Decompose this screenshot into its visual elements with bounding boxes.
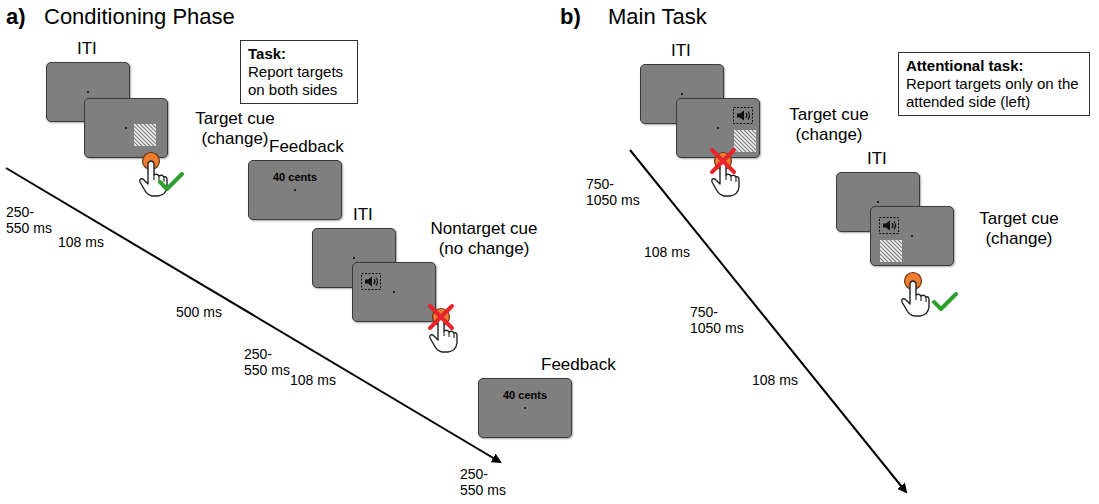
duration-label: 250- 550 ms xyxy=(244,346,294,378)
screen-label: Nontarget cue (no change) xyxy=(425,219,543,260)
fixation-dot xyxy=(393,291,395,293)
screen-label: ITI xyxy=(353,205,373,225)
incorrect-cross xyxy=(709,147,737,175)
duration-label: 108 ms xyxy=(752,372,798,388)
screen-label: Feedback xyxy=(541,355,616,375)
screen-label: ITI xyxy=(867,149,887,169)
screen-label: Target cue (change) xyxy=(781,105,877,146)
speaker-icon xyxy=(733,107,753,124)
duration-label: 750- 1050 ms xyxy=(690,304,746,336)
screen-label: Target cue (change) xyxy=(187,109,283,150)
display-screen: Target cue (change) xyxy=(84,98,168,158)
feedback-text: 40 cents xyxy=(479,389,571,401)
fixation-dot xyxy=(524,407,526,409)
grating-stimulus xyxy=(733,129,757,153)
duration-label: 108 ms xyxy=(58,234,104,250)
feedback-text: 40 cents xyxy=(249,171,341,183)
display-screen: Feedback40 cents xyxy=(248,160,342,220)
screen-label: ITI xyxy=(671,41,691,61)
display-screen: Feedback40 cents xyxy=(478,378,572,438)
fixation-dot xyxy=(125,127,127,129)
speaker-icon xyxy=(361,273,381,290)
display-screen: Target cue (change) xyxy=(870,206,954,266)
panel-letter: b) xyxy=(560,4,581,29)
fixation-dot xyxy=(294,189,296,191)
screen-label: ITI xyxy=(77,39,97,59)
panel-letter: a) xyxy=(6,4,26,29)
fixation-dot xyxy=(877,201,879,203)
duration-label: 108 ms xyxy=(290,372,336,388)
screen-label: Target cue (change) xyxy=(971,209,1067,250)
task-instruction-box: Attentional task:Report targets only on … xyxy=(898,52,1090,116)
box-text: Report targets on both sides xyxy=(248,63,350,99)
box-heading: Task: xyxy=(248,45,350,63)
pointing-hand xyxy=(900,279,931,318)
task-instruction-box: Task:Report targets on both sides xyxy=(240,40,358,104)
speaker-icon xyxy=(879,217,899,234)
correct-check xyxy=(157,171,185,193)
screen-label: Feedback xyxy=(269,137,344,157)
duration-label: 250- 550 ms xyxy=(460,466,510,498)
box-text: Report targets only on the attended side… xyxy=(906,75,1082,111)
box-heading: Attentional task: xyxy=(906,57,1082,75)
panel-title: Conditioning Phase xyxy=(44,4,235,29)
grating-stimulus xyxy=(879,239,903,263)
duration-label: 250- 550 ms xyxy=(6,204,56,236)
fixation-dot xyxy=(911,235,913,237)
panel-title: Main Task xyxy=(608,4,707,29)
display-screen: Target cue (change) xyxy=(676,98,760,158)
display-screen: Nontarget cue (no change) xyxy=(352,262,436,322)
grating-stimulus xyxy=(133,123,157,147)
duration-label: 750- 1050 ms xyxy=(586,176,642,208)
pointing-hand xyxy=(138,159,169,198)
fixation-dot xyxy=(87,91,89,93)
incorrect-cross xyxy=(427,303,455,331)
fixation-dot xyxy=(717,127,719,129)
duration-label: 108 ms xyxy=(644,244,690,260)
fixation-dot xyxy=(681,93,683,95)
duration-label: 500 ms xyxy=(176,304,222,320)
fixation-dot xyxy=(353,257,355,259)
correct-check xyxy=(931,291,959,313)
